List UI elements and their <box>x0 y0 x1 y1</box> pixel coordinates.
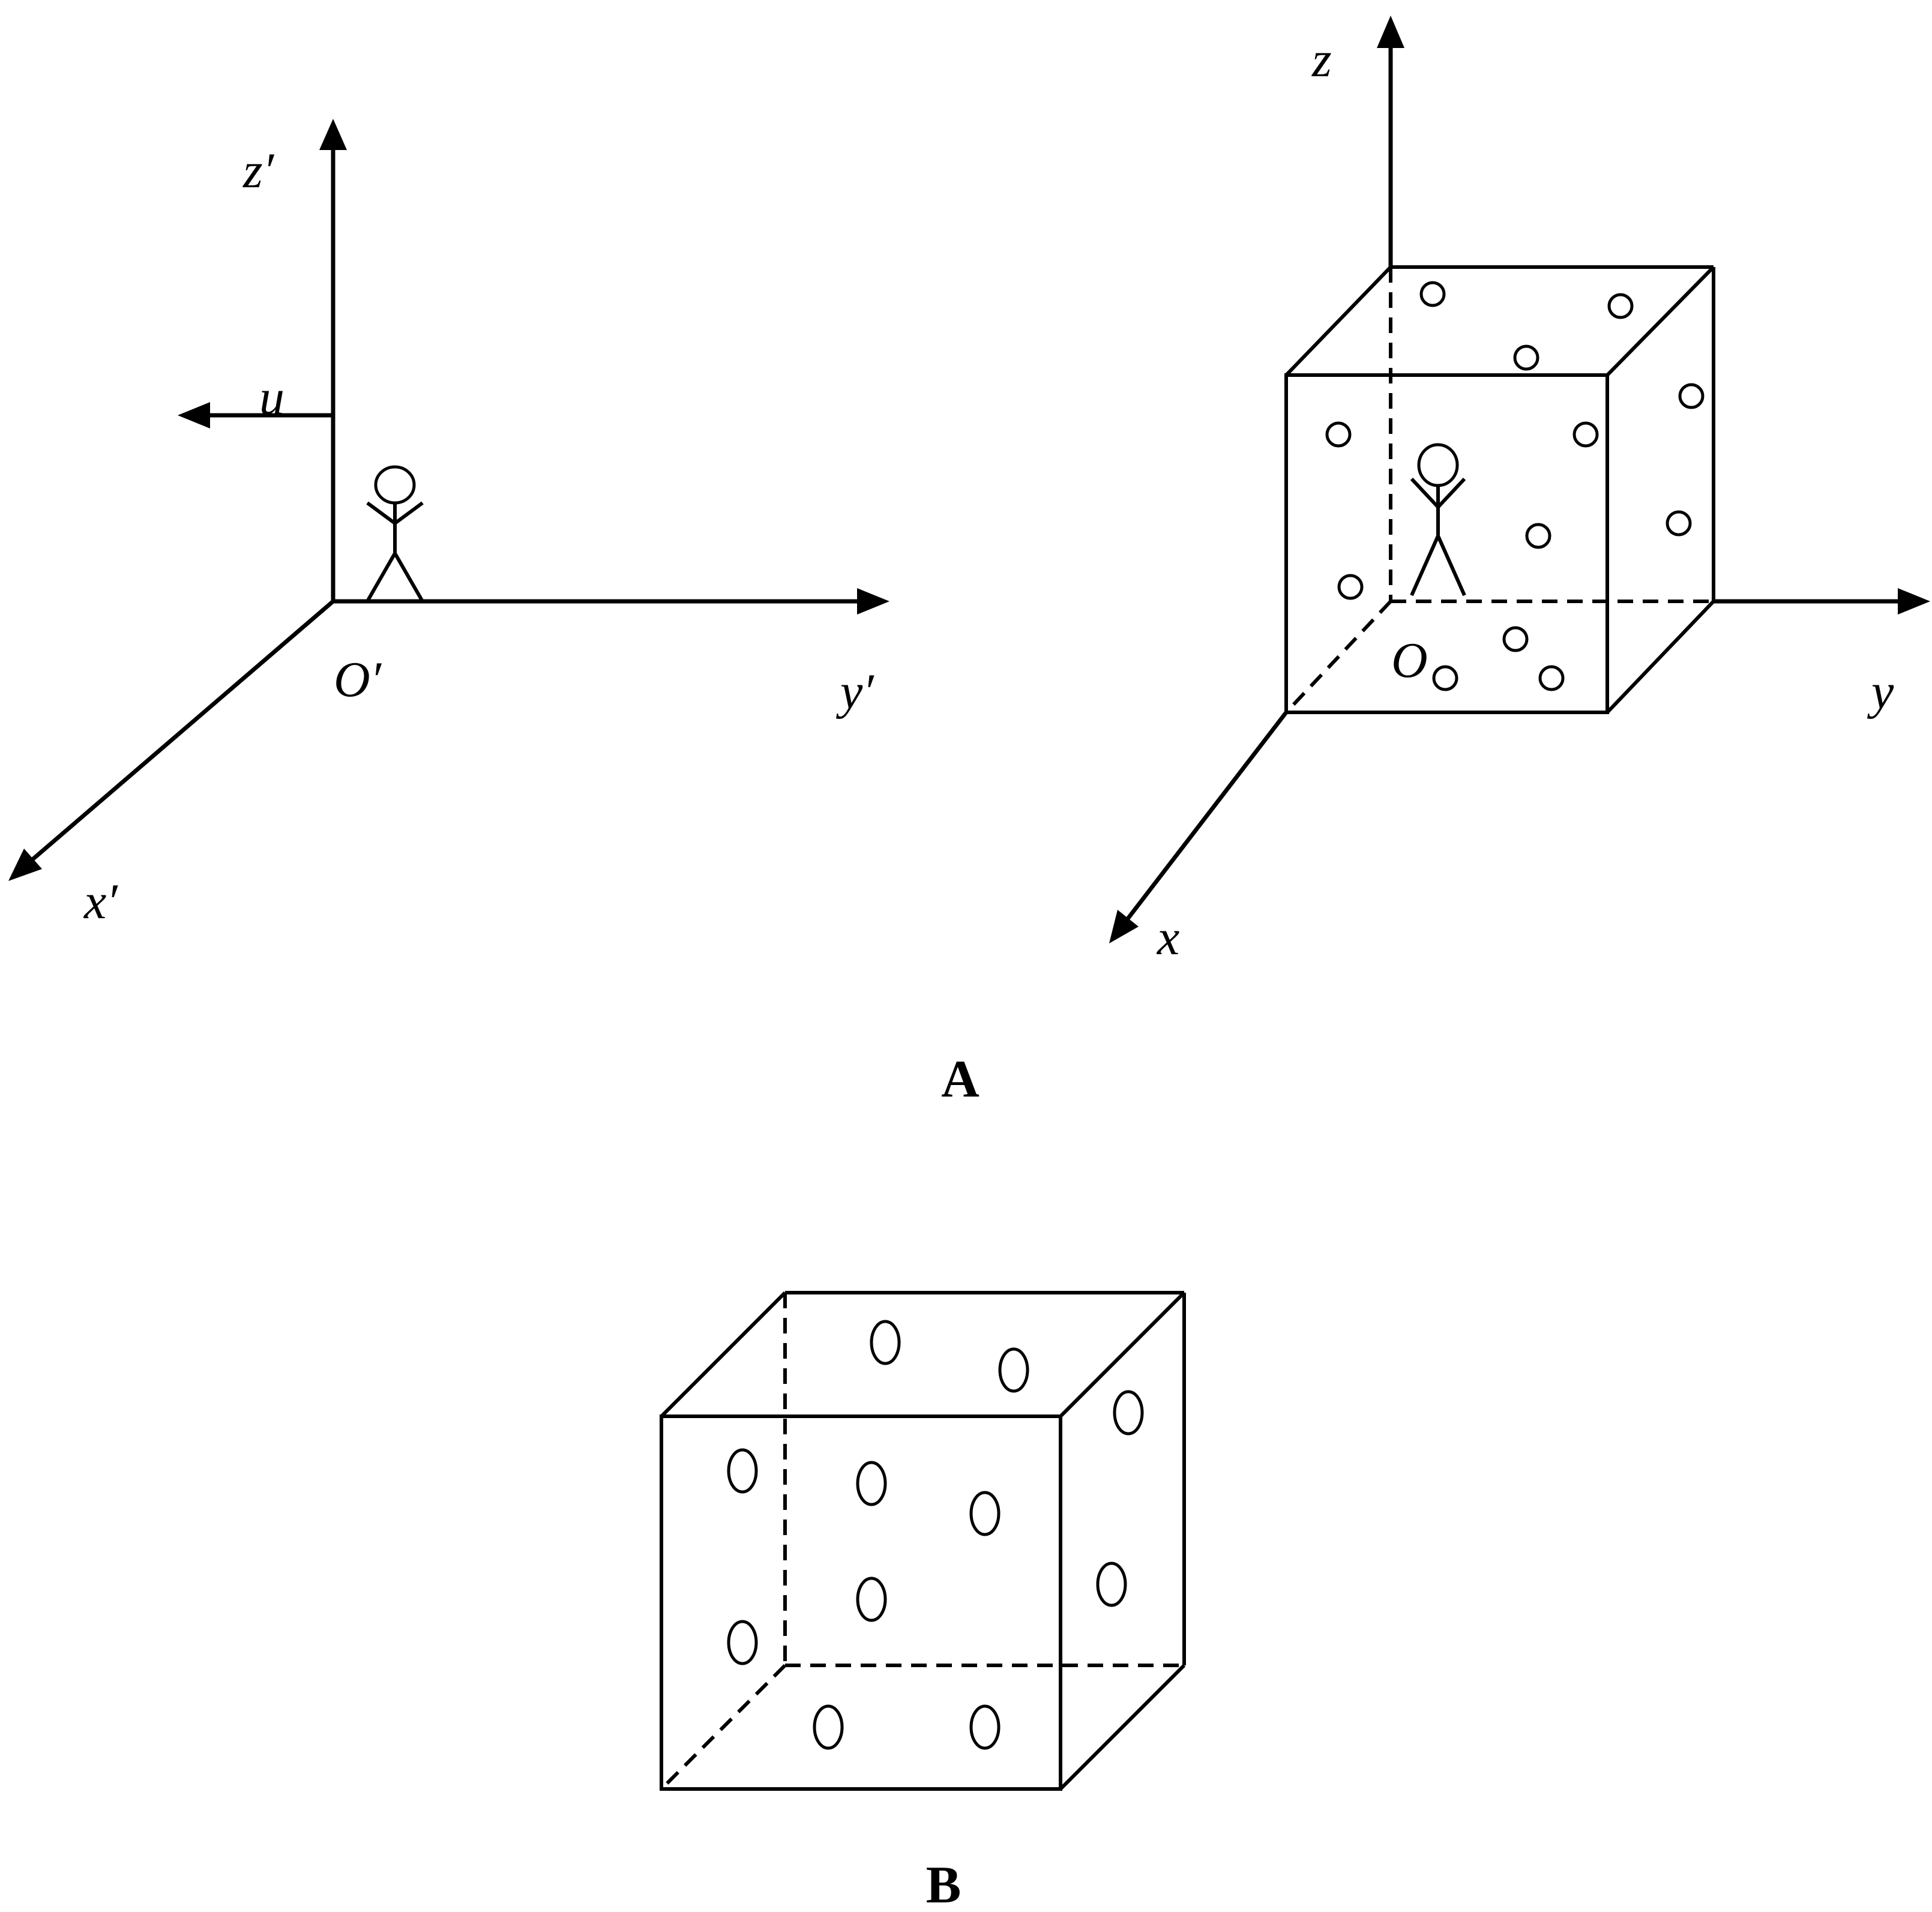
x-prime-label: x′ <box>83 874 118 930</box>
primed-frame: z′ u O′ y′ x′ <box>8 119 889 930</box>
molecules-b <box>727 1320 1144 1750</box>
caption-a: A <box>941 1050 980 1108</box>
origin-prime-label: O′ <box>334 652 382 708</box>
origin-label: O <box>1391 633 1428 688</box>
velocity-label: u <box>259 370 284 425</box>
observer-figure-rest <box>1410 443 1466 597</box>
caption-b: B <box>926 1856 961 1912</box>
velocity-arrowhead <box>178 402 210 428</box>
x-label: x <box>1156 910 1179 966</box>
z-prime-label: z′ <box>242 143 275 199</box>
x-prime-arrowhead <box>8 849 42 881</box>
y-arrowhead <box>1898 588 1930 615</box>
y-prime-arrowhead <box>857 588 889 615</box>
x-axis <box>1122 711 1288 926</box>
x-prime-axis <box>21 600 335 870</box>
z-label: z <box>1311 32 1332 88</box>
z-prime-arrowhead <box>319 119 347 150</box>
molecules-a <box>1325 281 1705 691</box>
y-label: y <box>1867 664 1894 720</box>
rest-frame: z O y x <box>1109 16 1930 966</box>
gas-box-a <box>1284 265 1715 714</box>
gas-box-b <box>660 1291 1186 1791</box>
y-prime-label: y′ <box>835 664 874 720</box>
observer-figure-primed <box>366 465 424 603</box>
z-arrowhead <box>1377 16 1404 48</box>
x-arrowhead <box>1109 910 1139 943</box>
